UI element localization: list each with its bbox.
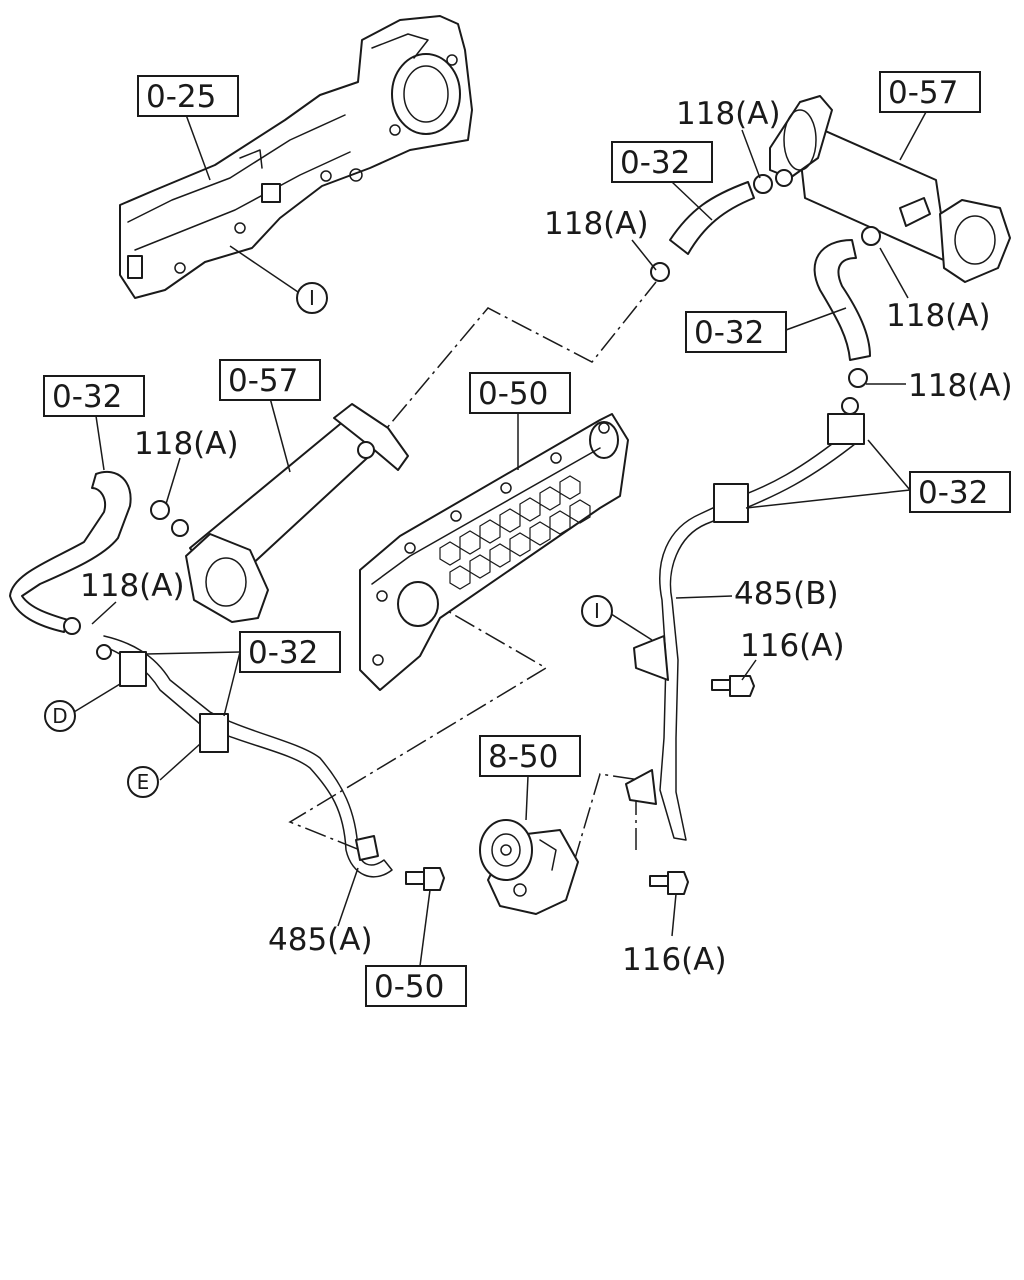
tensioner-pulley	[479, 819, 579, 915]
marker-i-right: I	[581, 595, 613, 627]
callout-118a-right-upper: 118(A)	[886, 298, 991, 334]
callout-485a: 485(A)	[268, 922, 373, 958]
svg-text:0-32: 0-32	[918, 475, 988, 511]
callout-118a-right-lower: 118(A)	[908, 368, 1013, 404]
svg-text:E: E	[137, 770, 150, 794]
ref-box-0-32-center: 0-32	[239, 631, 341, 673]
svg-text:0-32: 0-32	[248, 635, 318, 671]
ref-box-8-50: 8-50	[479, 735, 581, 777]
coolant-hose-left	[9, 471, 132, 635]
svg-text:0-50: 0-50	[478, 376, 548, 412]
callout-485b: 485(B)	[734, 576, 839, 612]
callout-116a-lower: 116(A)	[622, 942, 727, 978]
cylinder-head	[359, 413, 629, 691]
water-pipe-485b	[625, 397, 865, 841]
svg-text:I: I	[309, 286, 315, 310]
coolant-hoses-upper	[650, 174, 881, 388]
ref-box-0-32-left: 0-32	[43, 375, 145, 417]
marker-e: E	[127, 766, 159, 798]
ref-box-0-32-right-low: 0-32	[909, 471, 1011, 513]
bolts	[405, 675, 755, 895]
leader-lines	[73, 111, 927, 967]
ref-box-0-25: 0-25	[137, 75, 239, 117]
ref-box-0-57-top: 0-57	[879, 71, 981, 113]
ref-box-0-32-top: 0-32	[611, 141, 713, 183]
ref-box-0-50-bottom: 0-50	[365, 965, 467, 1007]
svg-text:8-50: 8-50	[488, 739, 558, 775]
egr-cooler-upper	[769, 95, 1011, 283]
svg-text:0-57: 0-57	[888, 75, 958, 111]
callout-118a-top: 118(A)	[676, 96, 781, 132]
ref-box-0-57-mid: 0-57	[219, 359, 321, 401]
water-pipe-485a	[96, 635, 393, 878]
intake-manifold	[119, 15, 473, 299]
svg-text:0-32: 0-32	[694, 315, 764, 351]
callout-118a-left-lower: 118(A)	[80, 568, 185, 604]
marker-d: D	[44, 700, 76, 732]
svg-text:0-57: 0-57	[228, 363, 298, 399]
svg-text:I: I	[594, 599, 600, 623]
svg-text:0-50: 0-50	[374, 969, 444, 1005]
ref-box-0-50-mid: 0-50	[469, 372, 571, 414]
egr-cooler-middle	[150, 403, 409, 623]
ref-box-0-32-right-mid: 0-32	[685, 311, 787, 353]
callout-118a-mid: 118(A)	[544, 206, 649, 242]
svg-text:0-32: 0-32	[620, 145, 690, 181]
svg-text:D: D	[52, 704, 67, 728]
svg-text:0-25: 0-25	[146, 79, 216, 115]
marker-i-top: I	[296, 282, 328, 314]
callout-116a-upper: 116(A)	[740, 628, 845, 664]
callout-118a-left-upper: 118(A)	[134, 426, 239, 462]
svg-text:0-32: 0-32	[52, 379, 122, 415]
